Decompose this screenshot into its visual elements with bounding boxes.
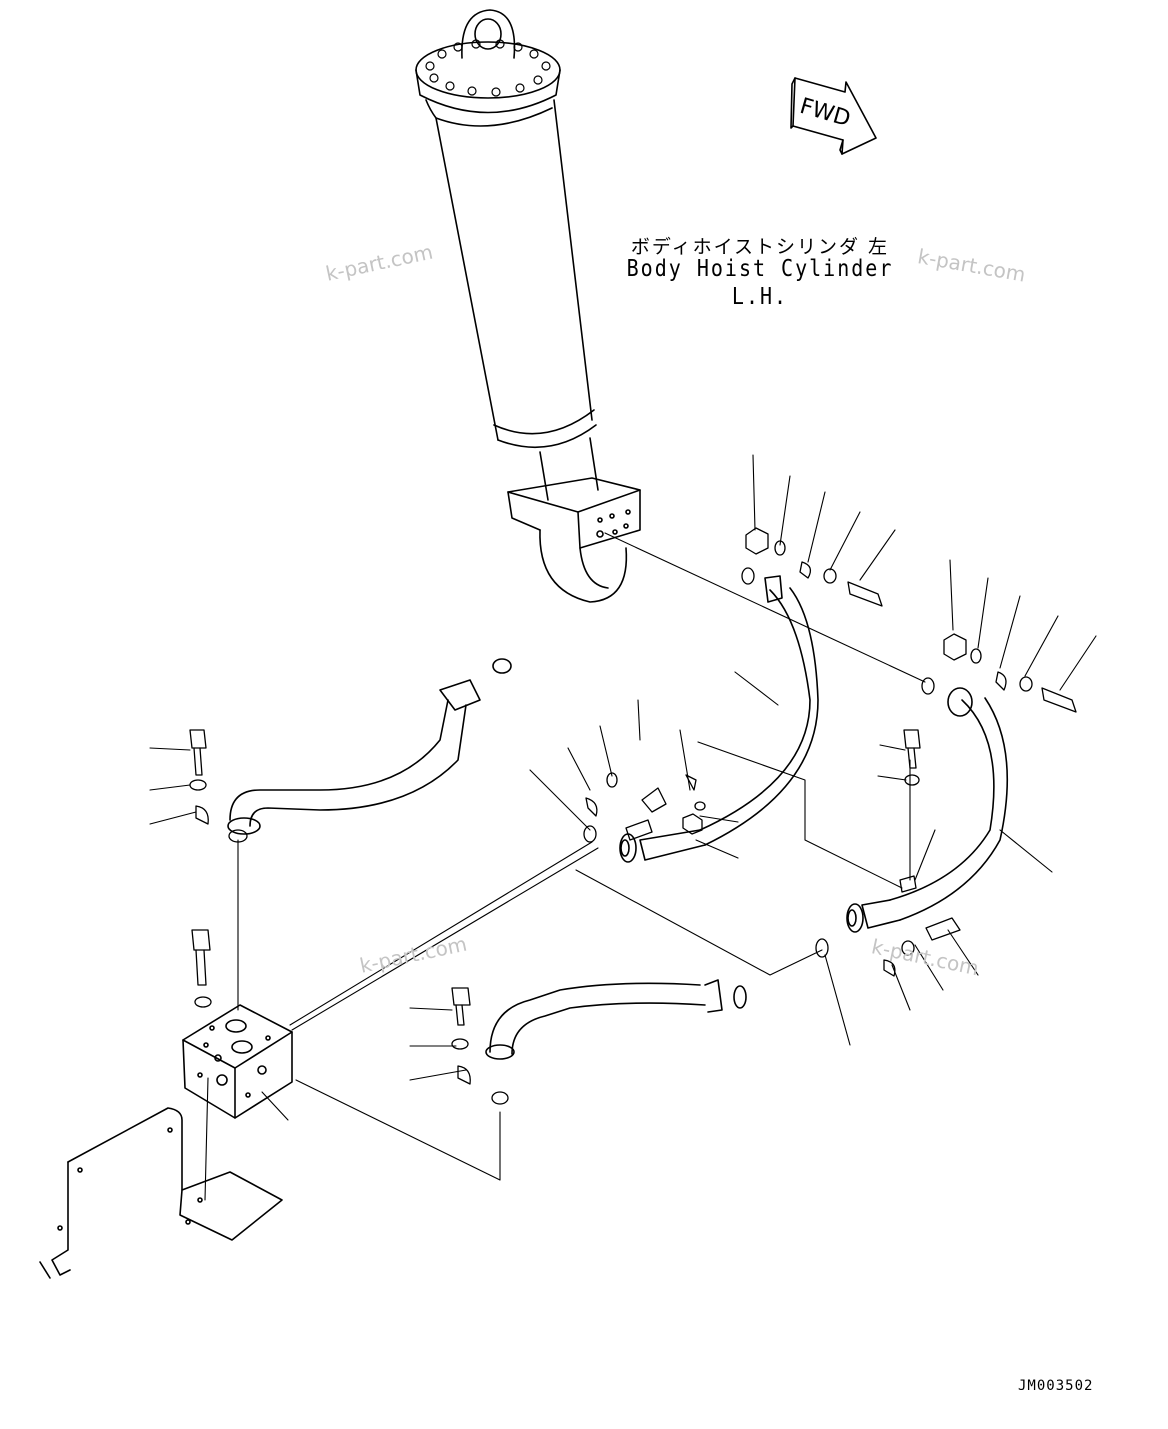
upper-hose-right — [846, 687, 1009, 933]
upper-hose-center — [619, 575, 819, 863]
fwd-arrow — [790, 77, 877, 155]
fwd-label: FWD — [797, 94, 853, 132]
drawing-code: JM003502 — [1018, 1378, 1094, 1394]
left-hose — [227, 658, 512, 835]
hardware — [189, 527, 1077, 1105]
valve-block — [182, 1004, 293, 1119]
lower-hose — [485, 979, 747, 1060]
component-name-jp: ボディホイストシリンダ 左 — [630, 236, 890, 258]
component-name-en: Body Hoist Cylinder L.H. — [626, 254, 894, 310]
hoist-cylinder — [415, 9, 641, 603]
mounting-bracket — [39, 1107, 283, 1279]
leader-lines — [149, 454, 1097, 1201]
